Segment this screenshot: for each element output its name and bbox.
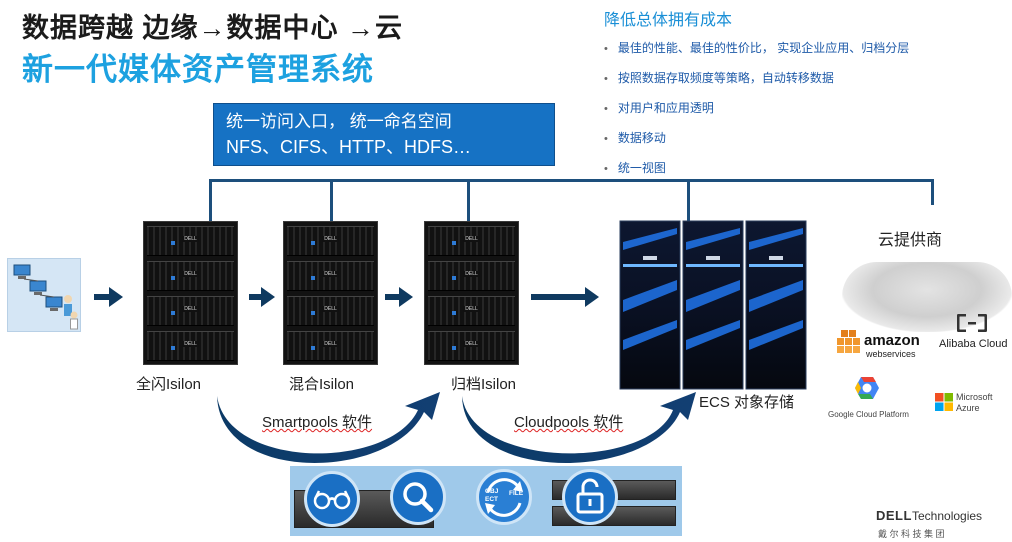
file-label: FILE: [509, 490, 524, 497]
amazon-logo: amazon webservices: [836, 326, 931, 362]
google-cloud-icon: [855, 377, 879, 399]
bottom-feature-strip: OBJ ECT FILE: [290, 466, 682, 536]
hybrid-isilon-rack: DELL DELL DELL DELL: [283, 221, 378, 365]
archive-isilon-label: 归档Isilon: [451, 376, 517, 393]
obj-ect-label: OBJ ECT: [485, 488, 499, 503]
bus-drop: [687, 179, 690, 223]
microsoft-azure-logo: Microsoft Azure: [935, 391, 1005, 415]
glasses-icon: [304, 471, 360, 527]
technologies-wordmark: Technologies: [912, 509, 983, 523]
cloudpools-label: Cloudpools 软件: [514, 414, 624, 431]
flow-arrow: [249, 287, 275, 307]
microsoft-text: Microsoft: [956, 392, 993, 402]
subtitle: 新一代媒体资产管理系统: [22, 52, 374, 87]
dell-chinese-name: 戴 尔 科 技 集 团: [878, 529, 945, 539]
benefits-list: 最佳的性能、最佳的性价比， 实现企业应用、归档分层 按照数据存取频度等策略，自动…: [604, 38, 909, 188]
microsoft-icon: [935, 393, 953, 411]
benefit-item: 对用户和应用透明: [604, 98, 909, 128]
flow-arrow: [385, 287, 413, 307]
alibaba-logo: Alibaba Cloud: [937, 314, 1012, 354]
amazon-word: amazon: [864, 332, 920, 349]
cloud-icon: [842, 262, 1012, 332]
unlock-icon: [562, 469, 618, 525]
flash-isilon-label: 全闪Isilon: [136, 376, 202, 393]
smartpools-label: Smartpools 软件: [262, 414, 373, 431]
cloudpools-arrow: [462, 392, 696, 463]
benefit-item: 统一视图: [604, 158, 909, 188]
google-cloud-text: Google Cloud Platform: [828, 410, 909, 419]
bus-drop: [467, 179, 470, 223]
benefit-item: 最佳的性能、最佳的性价比， 实现企业应用、归档分层: [604, 38, 909, 68]
benefit-item: 按照数据存取频度等策略，自动转移数据: [604, 68, 909, 98]
dell-technologies-logo: DELL Technologies 戴 尔 科 技 集 团: [876, 508, 996, 540]
users-icon: [7, 258, 81, 332]
archive-isilon-rack: DELL DELL DELL DELL: [424, 221, 519, 365]
search-icon: [390, 469, 446, 525]
bus-drop: [209, 179, 212, 223]
access-box-line1: 统一访问入口， 统一命名空间: [226, 112, 452, 131]
connection-bus: [209, 179, 934, 182]
main-title: 数据跨越 边缘→数据中心 →云: [22, 13, 404, 43]
google-cloud-logo: Google Cloud Platform: [826, 376, 916, 420]
cloud-providers-title: 云提供商: [878, 232, 943, 249]
azure-text: Azure: [956, 403, 980, 413]
bus-drop: [931, 179, 934, 205]
access-box-line2: NFS、CIFS、HTTP、HDFS…: [226, 137, 471, 157]
benefit-item: 数据移动: [604, 128, 909, 158]
unified-access-box: 统一访问入口， 统一命名空间 NFS、CIFS、HTTP、HDFS…: [213, 103, 555, 166]
ecs-storage-racks: [619, 220, 809, 390]
flow-arrow: [531, 287, 599, 307]
amazon-webservices: webservices: [866, 349, 916, 359]
smartpools-arrow: [217, 392, 440, 463]
flow-arrow: [94, 287, 123, 307]
ecs-label: ECS 对象存储: [699, 394, 795, 411]
alibaba-text: Alibaba Cloud: [939, 338, 1008, 350]
hybrid-isilon-label: 混合Isilon: [289, 376, 355, 393]
dell-wordmark: DELL: [876, 508, 912, 523]
flash-isilon-rack: DELL DELL DELL DELL: [143, 221, 238, 365]
bus-drop: [330, 179, 333, 223]
object-file-sync-icon: OBJ ECT FILE: [476, 469, 532, 525]
benefits-title: 降低总体拥有成本: [604, 12, 733, 29]
alibaba-icon: [957, 314, 987, 332]
